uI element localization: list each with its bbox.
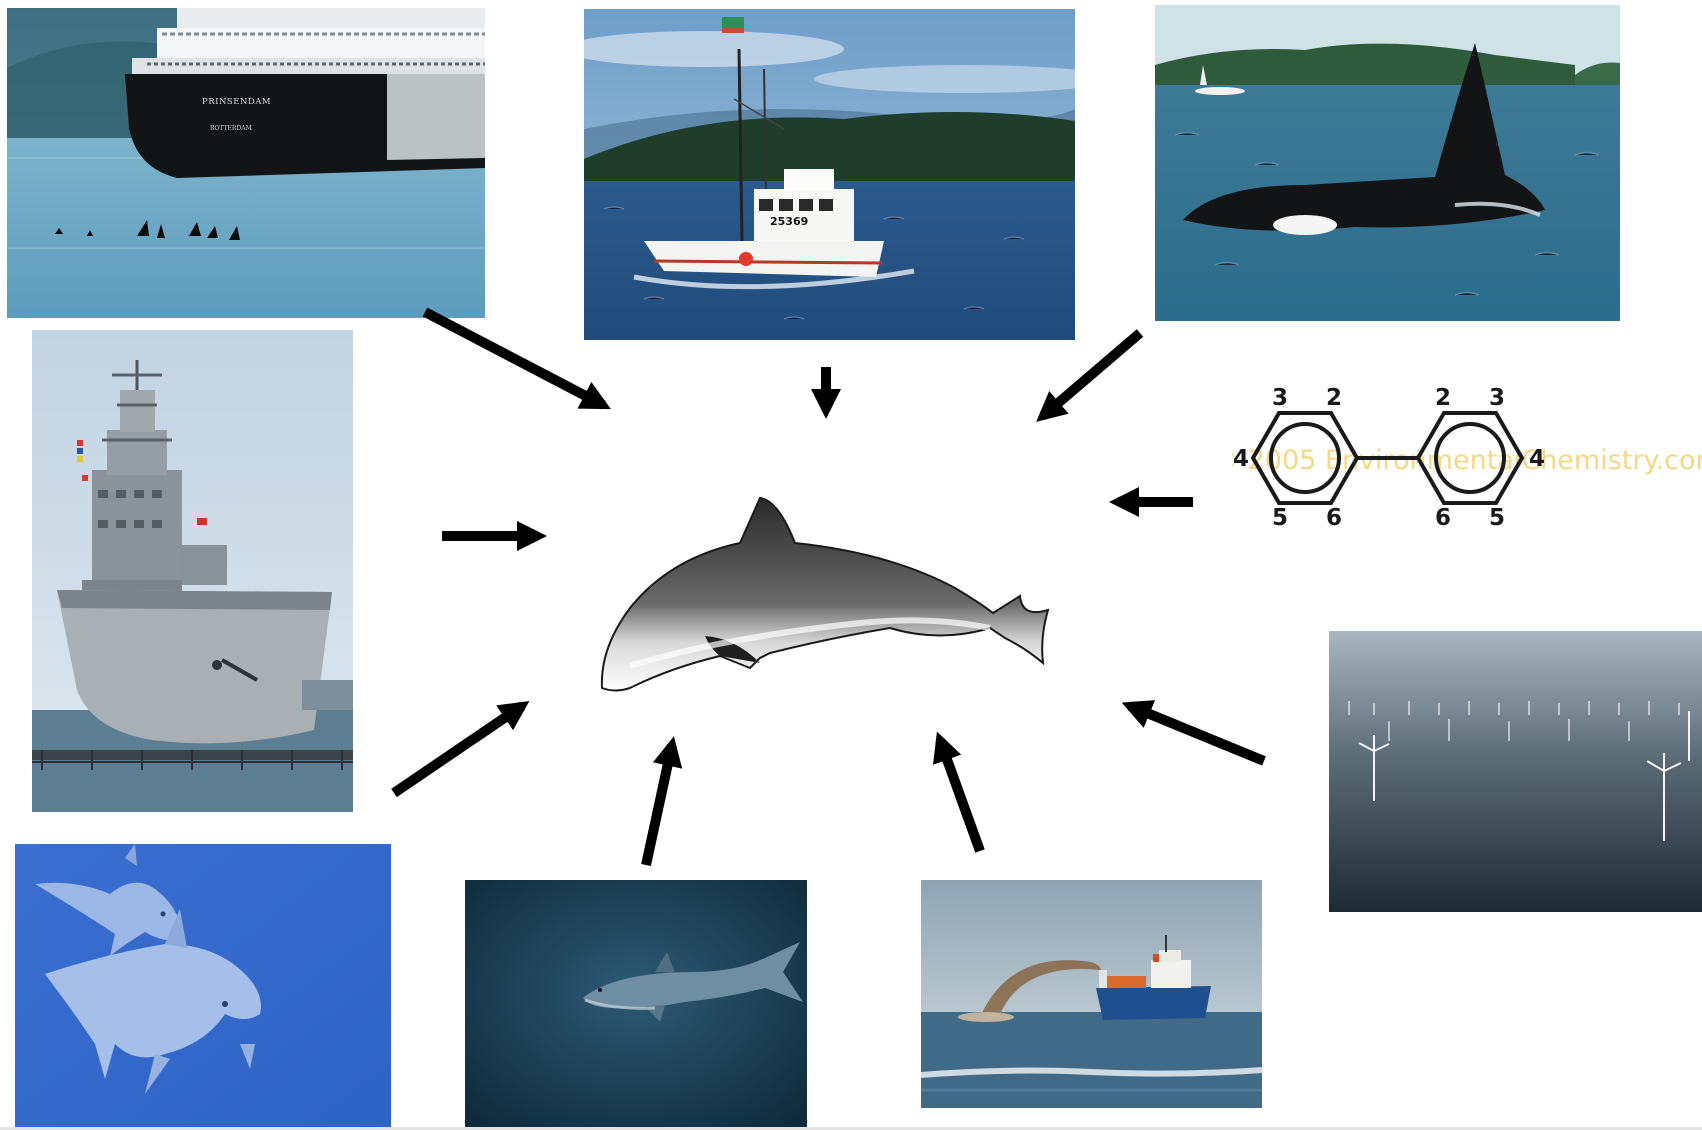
- orca-icon: [1155, 5, 1620, 321]
- warship-icon: [32, 330, 353, 812]
- pcb-right-label-2: 2: [1435, 385, 1451, 411]
- pcb-right-label-6: 6: [1435, 505, 1451, 531]
- shark-photo: [465, 880, 807, 1130]
- boat-number-label: 25369: [770, 215, 808, 228]
- pcb-left-label-5: 5: [1272, 505, 1288, 531]
- arrow-from-cruise-ship: [425, 312, 603, 405]
- pcb-diagram: © 2005 EnvironmentalChemistry.com 3 2 4 …: [1232, 385, 1702, 625]
- offshore-wind-farm-icon: [1329, 631, 1702, 912]
- arrow-from-dredger: [940, 740, 980, 851]
- wind-farm-photo: [1329, 631, 1702, 912]
- cruise-ship-with-orcas-icon: PRINSENDAM ROTTERDAM: [7, 8, 485, 318]
- pcb-left-label-2: 2: [1326, 385, 1342, 411]
- arrow-from-dolphins: [394, 706, 522, 793]
- pcb-left-label-6: 6: [1326, 505, 1342, 531]
- shark-icon: [465, 880, 807, 1130]
- arrow-from-orca: [1043, 333, 1140, 416]
- pcb-left-label-4: 4: [1233, 446, 1249, 472]
- ship-port-label: ROTTERDAM: [210, 125, 252, 132]
- dolphins-photo: [15, 844, 391, 1128]
- dredger-photo: [921, 880, 1262, 1108]
- ship-name-label: PRINSENDAM: [202, 97, 271, 107]
- fishing-boat-icon: 25369: [584, 9, 1075, 340]
- dolphins-icon: [15, 844, 391, 1128]
- porpoise-illustration-icon: [600, 488, 1050, 698]
- orca-photo: [1155, 5, 1620, 321]
- pcb-right-label-4: 4: [1529, 446, 1545, 472]
- arrow-from-shark: [646, 745, 672, 865]
- pcb-left-label-3: 3: [1272, 385, 1288, 411]
- center-porpoise: [600, 488, 1050, 698]
- pcb-right-label-3: 3: [1489, 385, 1505, 411]
- dredger-icon: [921, 880, 1262, 1108]
- pcb-molecule-icon: © 2005 EnvironmentalChemistry.com 3 2 4 …: [1232, 385, 1702, 625]
- pcb-right-label-5: 5: [1489, 505, 1505, 531]
- warship-photo: [32, 330, 353, 812]
- cruise-ship-photo: PRINSENDAM ROTTERDAM: [7, 8, 485, 318]
- arrow-from-wind-farm: [1130, 706, 1264, 761]
- fishing-boat-photo: 25369: [584, 9, 1075, 340]
- pcb-watermark: © 2005 EnvironmentalChemistry.com: [1232, 445, 1702, 476]
